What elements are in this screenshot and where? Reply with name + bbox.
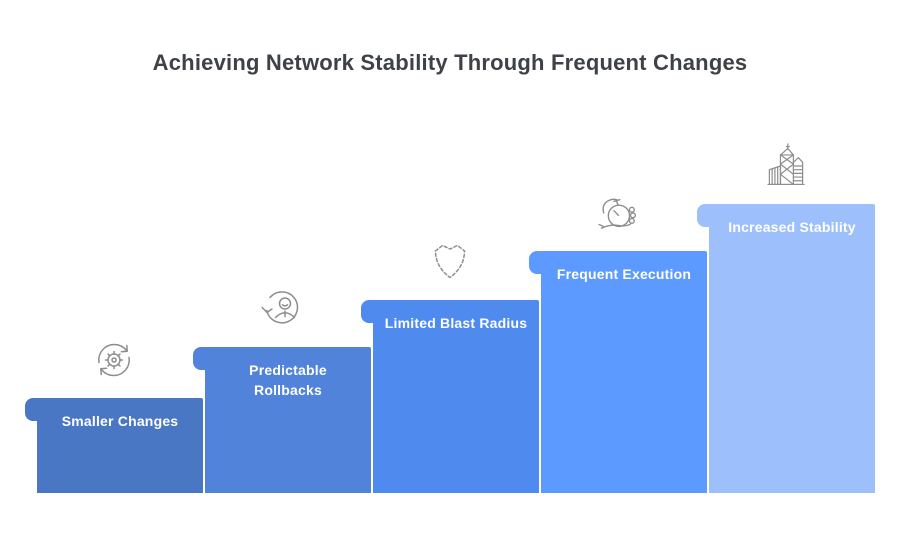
city-buildings-icon bbox=[762, 142, 810, 190]
step-label: Limited Blast Radius bbox=[384, 315, 528, 331]
hand-stopwatch-icon bbox=[594, 189, 642, 237]
step-bar: Frequent Execution bbox=[541, 251, 707, 493]
page-title: Achieving Network Stability Through Freq… bbox=[152, 50, 748, 75]
shield-icon bbox=[426, 238, 474, 286]
step-bar: Increased Stability bbox=[709, 204, 875, 493]
step-label: Frequent Execution bbox=[556, 266, 692, 282]
step-frequent-execution: Frequent Execution bbox=[529, 198, 707, 493]
step-bar: Predictable Rollbacks bbox=[205, 347, 371, 493]
sync-gear-icon bbox=[90, 336, 138, 384]
step-label: Smaller Changes bbox=[61, 413, 179, 429]
step-limited-blast-radius: Limited Blast Radius bbox=[361, 244, 539, 493]
step-predictable-rollbacks: Predictable Rollbacks bbox=[193, 291, 371, 493]
step-label: Predictable Rollbacks bbox=[249, 362, 327, 399]
step-smaller-changes: Smaller Changes bbox=[25, 343, 203, 493]
step-bar: Limited Blast Radius bbox=[373, 300, 539, 493]
step-increased-stability: Increased Stability bbox=[697, 143, 875, 493]
step-bar: Smaller Changes bbox=[37, 398, 203, 493]
step-label: Increased Stability bbox=[728, 219, 856, 235]
user-rollback-icon bbox=[258, 285, 306, 333]
